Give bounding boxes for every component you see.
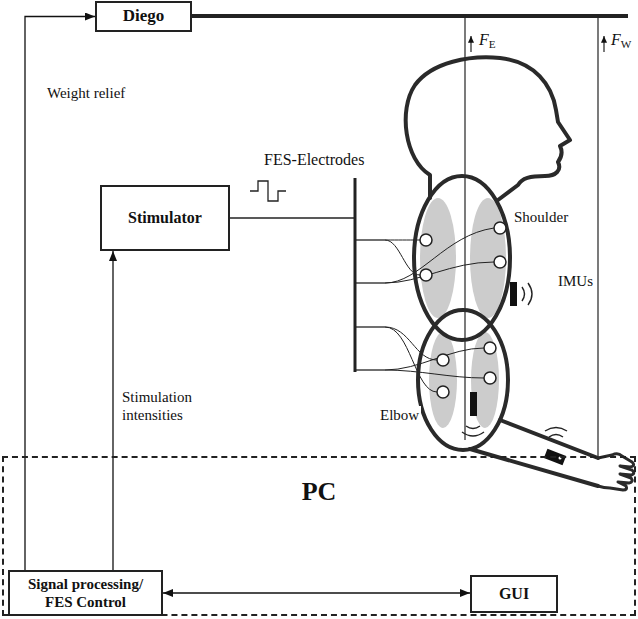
forearm-outline xyxy=(470,449,598,486)
wrist-rope xyxy=(597,18,598,456)
symbol-subscript: W xyxy=(621,38,632,50)
signal-wave xyxy=(462,432,484,436)
group-box: PC Signal processing/ FES Control GUI xyxy=(2,456,636,616)
electrode xyxy=(420,269,432,281)
process-box: Signal processing/ FES Control xyxy=(8,570,163,616)
muscle-shading xyxy=(429,332,457,428)
signal-wave xyxy=(466,426,480,429)
edge-label: Weight relief xyxy=(45,84,127,102)
symbol-subscript: E xyxy=(489,38,496,50)
imu-sensor xyxy=(510,282,517,306)
signal-wave xyxy=(528,283,532,305)
channel-wire xyxy=(355,282,385,283)
symbol-letter: F xyxy=(611,31,621,48)
muscle-shading xyxy=(470,198,506,318)
electrode xyxy=(494,256,506,268)
part-label: FES-Electrodes xyxy=(262,150,366,169)
pulse-symbol xyxy=(250,181,286,201)
box-label: Diego xyxy=(123,6,165,26)
shoulder-outline xyxy=(414,176,510,340)
muscle-shading xyxy=(471,332,499,428)
force-label: FE xyxy=(477,30,498,52)
signal-wave xyxy=(549,435,563,438)
force-label: FW xyxy=(609,30,633,52)
part-label: Elbow xyxy=(378,406,421,424)
system-box: Diego xyxy=(95,1,192,32)
device-box: Stimulator xyxy=(100,185,230,251)
group-heading: PC xyxy=(4,476,634,507)
edge-label: Stimulation intensities xyxy=(120,388,234,424)
channel-wire xyxy=(355,239,385,240)
electrode xyxy=(420,234,432,246)
support-rail xyxy=(192,14,628,18)
head-outline xyxy=(406,57,570,200)
electrode xyxy=(437,354,449,366)
signal-wave xyxy=(545,428,567,432)
hand-outline xyxy=(598,454,634,490)
upper-arm-outline xyxy=(418,310,508,450)
electrode-lead xyxy=(385,370,484,378)
box-label: Stimulator xyxy=(128,208,202,227)
connector-arrow xyxy=(163,592,470,593)
part-label: IMUs xyxy=(556,272,595,290)
connector-arrow xyxy=(112,251,113,570)
force-arrow xyxy=(470,36,471,52)
symbol-letter: F xyxy=(479,31,489,48)
process-box: GUI xyxy=(470,575,558,613)
electrode xyxy=(484,372,496,384)
electrode xyxy=(484,342,496,354)
signal-wave xyxy=(522,287,525,301)
imu-sensor xyxy=(470,392,477,416)
box-label: GUI xyxy=(499,584,529,603)
muscle-shading xyxy=(420,198,456,318)
part-label: Shoulder xyxy=(512,208,570,226)
electrode-bus xyxy=(354,178,357,372)
electrode xyxy=(494,222,506,234)
electrode xyxy=(437,386,449,398)
force-arrow xyxy=(603,36,604,52)
channel-wire xyxy=(355,326,385,327)
electrode-lead xyxy=(385,228,494,283)
box-label: Signal processing/ FES Control xyxy=(16,575,155,611)
channel-wire xyxy=(355,369,385,370)
electrode-lead xyxy=(385,262,494,283)
electrode-lead xyxy=(385,348,484,370)
stimulation-wire xyxy=(230,217,355,218)
